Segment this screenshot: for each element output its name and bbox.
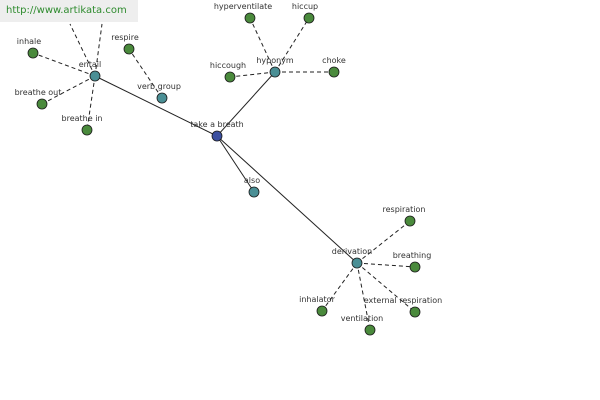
edges-layer: [32, 17, 416, 331]
node-marker-choke[interactable]: [328, 66, 340, 78]
node-label-respiration: respiration: [382, 205, 425, 214]
node-label-verb-group: verb group: [137, 82, 181, 91]
node-ventilation[interactable]: ventilation: [341, 314, 384, 336]
node-label-take-a-breath: take a breath: [190, 120, 244, 129]
edge-take-a-breath-to-also: [216, 135, 255, 193]
node-respiration[interactable]: respiration: [382, 205, 426, 227]
edge-hyponym-to-hiccup: [274, 17, 310, 73]
edge-derivation-to-breathing: [356, 262, 416, 268]
edge-entail-to-breathe-in: [86, 75, 96, 131]
node-label-breathe-out: breathe out: [15, 88, 62, 97]
node-marker-inhale[interactable]: [27, 47, 39, 59]
nodes-layer: take a breath entail verb group hyponym also…: [15, 2, 442, 336]
source-url-watermark: http://www.artikata.com: [0, 0, 138, 22]
node-marker-take-a-breath[interactable]: [211, 130, 223, 142]
node-marker-respiration[interactable]: [404, 215, 416, 227]
node-hiccup[interactable]: hiccup: [292, 2, 318, 24]
node-marker-entail[interactable]: [89, 70, 101, 82]
edge-hyponym-to-hyperventilate: [249, 17, 276, 73]
node-breathe-out[interactable]: breathe out: [15, 88, 62, 110]
node-marker-verb-group[interactable]: [156, 92, 168, 104]
edge-take-a-breath-to-derivation: [216, 135, 358, 264]
node-choke[interactable]: choke: [322, 56, 346, 78]
node-label-hiccough: hiccough: [210, 61, 246, 70]
node-marker-hyponym[interactable]: [269, 66, 281, 78]
node-take-a-breath[interactable]: take a breath: [190, 120, 244, 142]
node-marker-breathe-out[interactable]: [36, 98, 48, 110]
node-label-derivation: derivation: [332, 247, 372, 256]
node-hiccough[interactable]: hiccough: [210, 61, 246, 83]
edge-derivation-to-ventilation: [356, 262, 371, 331]
node-marker-inhalator[interactable]: [316, 305, 328, 317]
node-marker-also[interactable]: [248, 186, 260, 198]
node-label-breathing: breathing: [393, 251, 432, 260]
node-marker-ventilation[interactable]: [364, 324, 376, 336]
edge-entail-to-breathe-out: [41, 75, 96, 105]
edge-hyponym-to-hiccough: [229, 71, 276, 78]
node-marker-breathe-in[interactable]: [81, 124, 93, 136]
node-breathing[interactable]: breathing: [393, 251, 432, 273]
edge-derivation-to-inhalator: [321, 262, 358, 312]
node-also[interactable]: also: [244, 176, 260, 198]
node-label-inhale: inhale: [17, 37, 41, 46]
node-hyponym[interactable]: hyponym: [256, 56, 294, 78]
node-marker-derivation[interactable]: [351, 257, 363, 269]
node-external-respiration[interactable]: external respiration: [364, 296, 442, 318]
node-inhale[interactable]: inhale: [17, 37, 41, 59]
edge-entail-to-offscreen-b: [94, 23, 103, 77]
node-derivation[interactable]: derivation: [332, 247, 372, 269]
edge-derivation-to-external-respiration: [356, 262, 416, 313]
node-label-breathe-in: breathe in: [62, 114, 103, 123]
node-marker-hiccup[interactable]: [303, 12, 315, 24]
node-label-entail: entail: [79, 60, 101, 69]
node-label-hyperventilate: hyperventilate: [214, 2, 272, 11]
edge-entail-to-offscreen-a: [69, 23, 96, 77]
edge-take-a-breath-to-hyponym: [216, 71, 276, 137]
node-marker-respire[interactable]: [123, 43, 135, 55]
node-marker-hiccough[interactable]: [224, 71, 236, 83]
node-label-hyponym: hyponym: [256, 56, 294, 65]
node-inhalator[interactable]: inhalator: [299, 295, 336, 317]
node-verb-group[interactable]: verb group: [137, 82, 181, 104]
node-respire[interactable]: respire: [111, 33, 139, 55]
edge-verb-group-to-respire: [128, 48, 163, 99]
edge-take-a-breath-to-entail: [94, 75, 218, 137]
node-label-hiccup: hiccup: [292, 2, 318, 11]
node-entail[interactable]: entail: [79, 60, 101, 82]
node-label-ventilation: ventilation: [341, 314, 384, 323]
node-marker-external-respiration[interactable]: [409, 306, 421, 318]
node-marker-hyperventilate[interactable]: [244, 12, 256, 24]
node-label-also: also: [244, 176, 260, 185]
node-hyperventilate[interactable]: hyperventilate: [214, 2, 272, 24]
node-marker-breathing[interactable]: [409, 261, 421, 273]
node-label-choke: choke: [322, 56, 346, 65]
node-label-inhalator: inhalator: [299, 295, 335, 304]
node-breathe-in[interactable]: breathe in: [62, 114, 103, 136]
node-label-external-respiration: external respiration: [364, 296, 442, 305]
node-label-respire: respire: [111, 33, 139, 42]
edge-derivation-to-respiration: [356, 220, 411, 264]
